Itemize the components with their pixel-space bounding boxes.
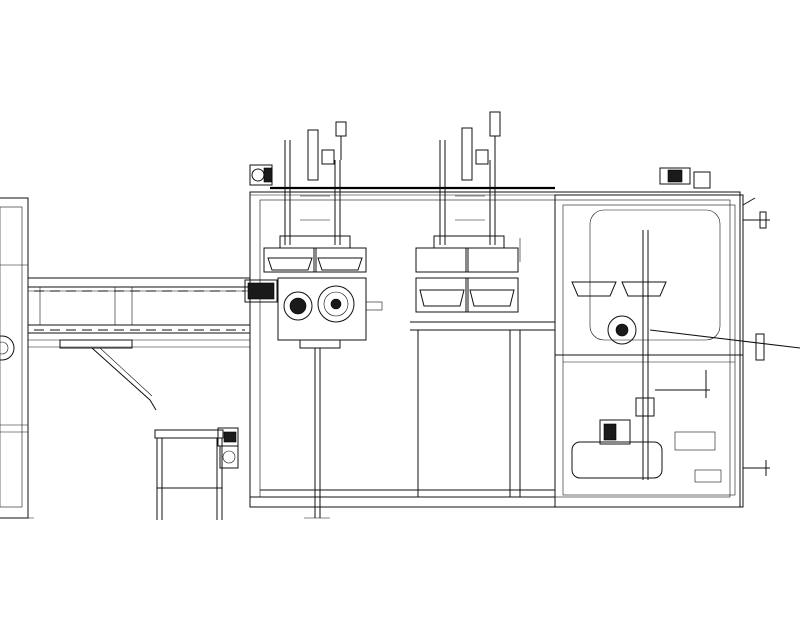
gear-motor-unit (244, 277, 383, 519)
filling-station-2 (415, 111, 521, 313)
left-frame (0, 197, 34, 519)
small-cart-frame (154, 427, 239, 520)
capping-head-2 (621, 281, 667, 297)
filling-head-2a (419, 289, 465, 307)
inclined-conveyor (28, 277, 250, 411)
filling-head-1b (317, 257, 363, 271)
filling-head-2b (469, 289, 515, 307)
capping-cabinet (554, 167, 800, 508)
capping-head-1 (571, 281, 617, 297)
filling-station-1 (263, 121, 367, 273)
filling-head-1a (267, 257, 313, 271)
main-machine-frame (249, 164, 741, 508)
